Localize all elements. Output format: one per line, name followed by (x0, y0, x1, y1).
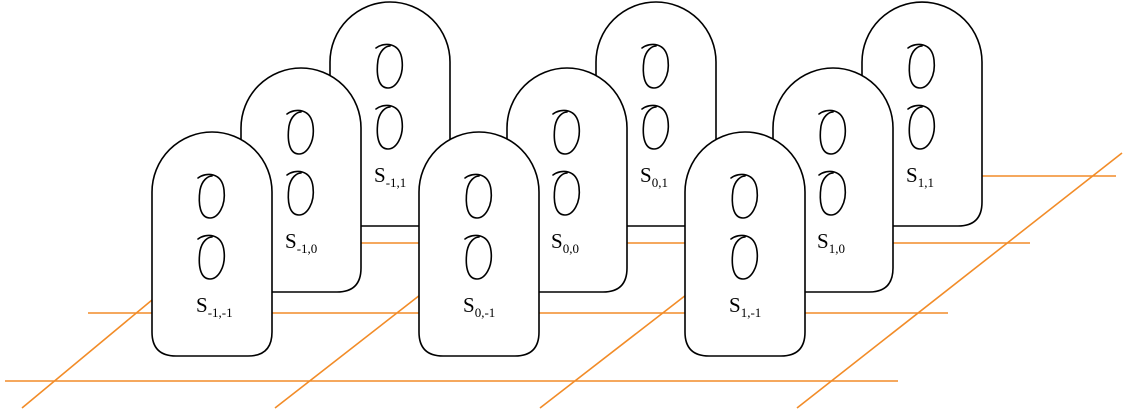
coil-upper (464, 173, 493, 219)
coil-upper (907, 43, 936, 89)
coil-upper (375, 43, 404, 89)
module-m1-1: S1,-1 (684, 131, 806, 357)
coil-lower (552, 170, 581, 216)
module-label-subscript: -1,1 (386, 175, 407, 190)
module-label-main: S (906, 163, 918, 187)
module-label-subscript: -1,0 (297, 241, 318, 256)
coil-lower (641, 104, 670, 150)
module-label: S-1,-1 (196, 293, 233, 320)
coil-lower (730, 234, 759, 280)
coil-upper (730, 173, 759, 219)
module-label-subscript: -1,-1 (208, 305, 233, 320)
module-label-main: S (285, 229, 297, 253)
module-label: S0,1 (640, 163, 668, 190)
coil-lower (907, 104, 936, 150)
module-m-1-1: S-1,-1 (151, 131, 273, 357)
module-label-main: S (817, 229, 829, 253)
module-label-subscript: 1,-1 (741, 305, 762, 320)
module-body (684, 131, 806, 357)
module-label: S-1,1 (374, 163, 406, 190)
module-label-main: S (463, 293, 475, 317)
module-label: S1,1 (906, 163, 934, 190)
module-label: S-1,0 (285, 229, 317, 256)
grid-col-1 (21, 299, 153, 409)
module-label: S0,-1 (463, 293, 495, 320)
grid-col-4 (796, 152, 1123, 409)
coil-upper (552, 109, 581, 155)
module-label-subscript: 1,0 (829, 241, 845, 256)
module-label-main: S (640, 163, 652, 187)
module-label: S1,-1 (729, 293, 761, 320)
module-label-subscript: 0,-1 (475, 305, 496, 320)
module-label-subscript: 0,1 (652, 175, 668, 190)
module-body (418, 131, 540, 357)
modules: S1,1S0,1S-1,1S1,0S0,0S-1,0S1,-1S0,-1S-1,… (151, 1, 983, 357)
module-label-main: S (196, 293, 208, 317)
coil-lower (818, 170, 847, 216)
coil-upper (641, 43, 670, 89)
coil-upper (286, 109, 315, 155)
grid-col-2 (274, 294, 421, 409)
coil-lower (286, 170, 315, 216)
coil-upper (818, 109, 847, 155)
module-label-main: S (729, 293, 741, 317)
module-body (151, 131, 273, 357)
module-label-main: S (551, 229, 563, 253)
grid-col-3 (539, 294, 687, 409)
module-label-subscript: 0,0 (563, 241, 579, 256)
module-label: S1,0 (817, 229, 845, 256)
module-label-main: S (374, 163, 386, 187)
module-m0-1: S0,-1 (418, 131, 540, 357)
coil-upper (197, 173, 226, 219)
coil-lower (464, 234, 493, 280)
coil-lower (197, 234, 226, 280)
module-label-subscript: 1,1 (918, 175, 934, 190)
coil-lower (375, 104, 404, 150)
module-label: S0,0 (551, 229, 579, 256)
